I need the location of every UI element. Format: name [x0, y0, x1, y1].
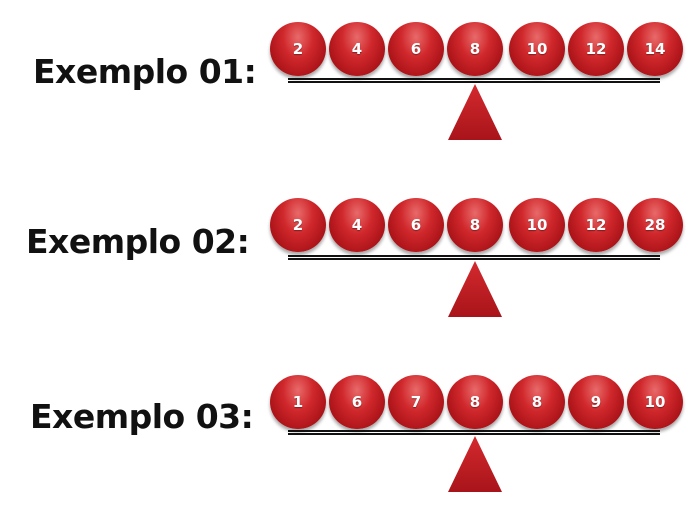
- ball: 10: [509, 198, 565, 252]
- balance-beam: [288, 78, 660, 83]
- ball-row: 2 4 6 8 10 12 28: [270, 198, 690, 258]
- balance-beam: [288, 255, 660, 260]
- ball-value: 8: [469, 40, 481, 58]
- ball: 12: [568, 198, 624, 252]
- ball: 12: [568, 22, 624, 76]
- ball: 2: [270, 22, 326, 76]
- ball: 4: [329, 198, 385, 252]
- ball-value: 4: [351, 40, 363, 58]
- fulcrum-triangle: [448, 84, 502, 140]
- ball-value: 7: [410, 393, 422, 411]
- ball: 4: [329, 22, 385, 76]
- ball: 6: [388, 22, 444, 76]
- ball: 8: [447, 22, 503, 76]
- ball: 10: [509, 22, 565, 76]
- ball: 28: [627, 198, 683, 252]
- example-2: Exemplo 02: 2 4 6 8 10 12 28: [0, 198, 699, 348]
- example-label: Exemplo 03:: [30, 397, 254, 436]
- ball-row: 1 6 7 8 8 9 10: [270, 375, 690, 435]
- example-label: Exemplo 01:: [33, 52, 257, 91]
- ball: 10: [627, 375, 683, 429]
- ball-value: 8: [469, 216, 481, 234]
- ball-value: 10: [526, 216, 548, 234]
- ball-value: 8: [531, 393, 543, 411]
- ball-value: 14: [644, 40, 666, 58]
- ball-value: 6: [410, 216, 422, 234]
- ball-value: 8: [469, 393, 481, 411]
- ball: 14: [627, 22, 683, 76]
- ball-value: 2: [292, 216, 304, 234]
- balance-beam: [288, 430, 660, 435]
- ball-value: 1: [292, 393, 304, 411]
- fulcrum-triangle: [448, 261, 502, 317]
- ball: 8: [447, 198, 503, 252]
- ball: 7: [388, 375, 444, 429]
- ball: 6: [329, 375, 385, 429]
- ball-value: 10: [644, 393, 666, 411]
- ball-value: 12: [585, 40, 607, 58]
- ball-value: 2: [292, 40, 304, 58]
- ball-value: 6: [351, 393, 363, 411]
- example-1: Exemplo 01: 2 4 6 8 10 12 14: [0, 22, 699, 172]
- example-3: Exemplo 03: 1 6 7 8 8 9 10: [0, 375, 699, 525]
- ball: 8: [447, 375, 503, 429]
- ball: 2: [270, 198, 326, 252]
- ball: 1: [270, 375, 326, 429]
- ball-value: 10: [526, 40, 548, 58]
- fulcrum-triangle: [448, 436, 502, 492]
- ball-value: 28: [644, 216, 666, 234]
- ball: 8: [509, 375, 565, 429]
- ball-value: 9: [590, 393, 602, 411]
- example-label: Exemplo 02:: [26, 222, 250, 261]
- ball-row: 2 4 6 8 10 12 14: [270, 22, 690, 82]
- ball-value: 4: [351, 216, 363, 234]
- ball: 9: [568, 375, 624, 429]
- ball: 6: [388, 198, 444, 252]
- ball-value: 6: [410, 40, 422, 58]
- ball-value: 12: [585, 216, 607, 234]
